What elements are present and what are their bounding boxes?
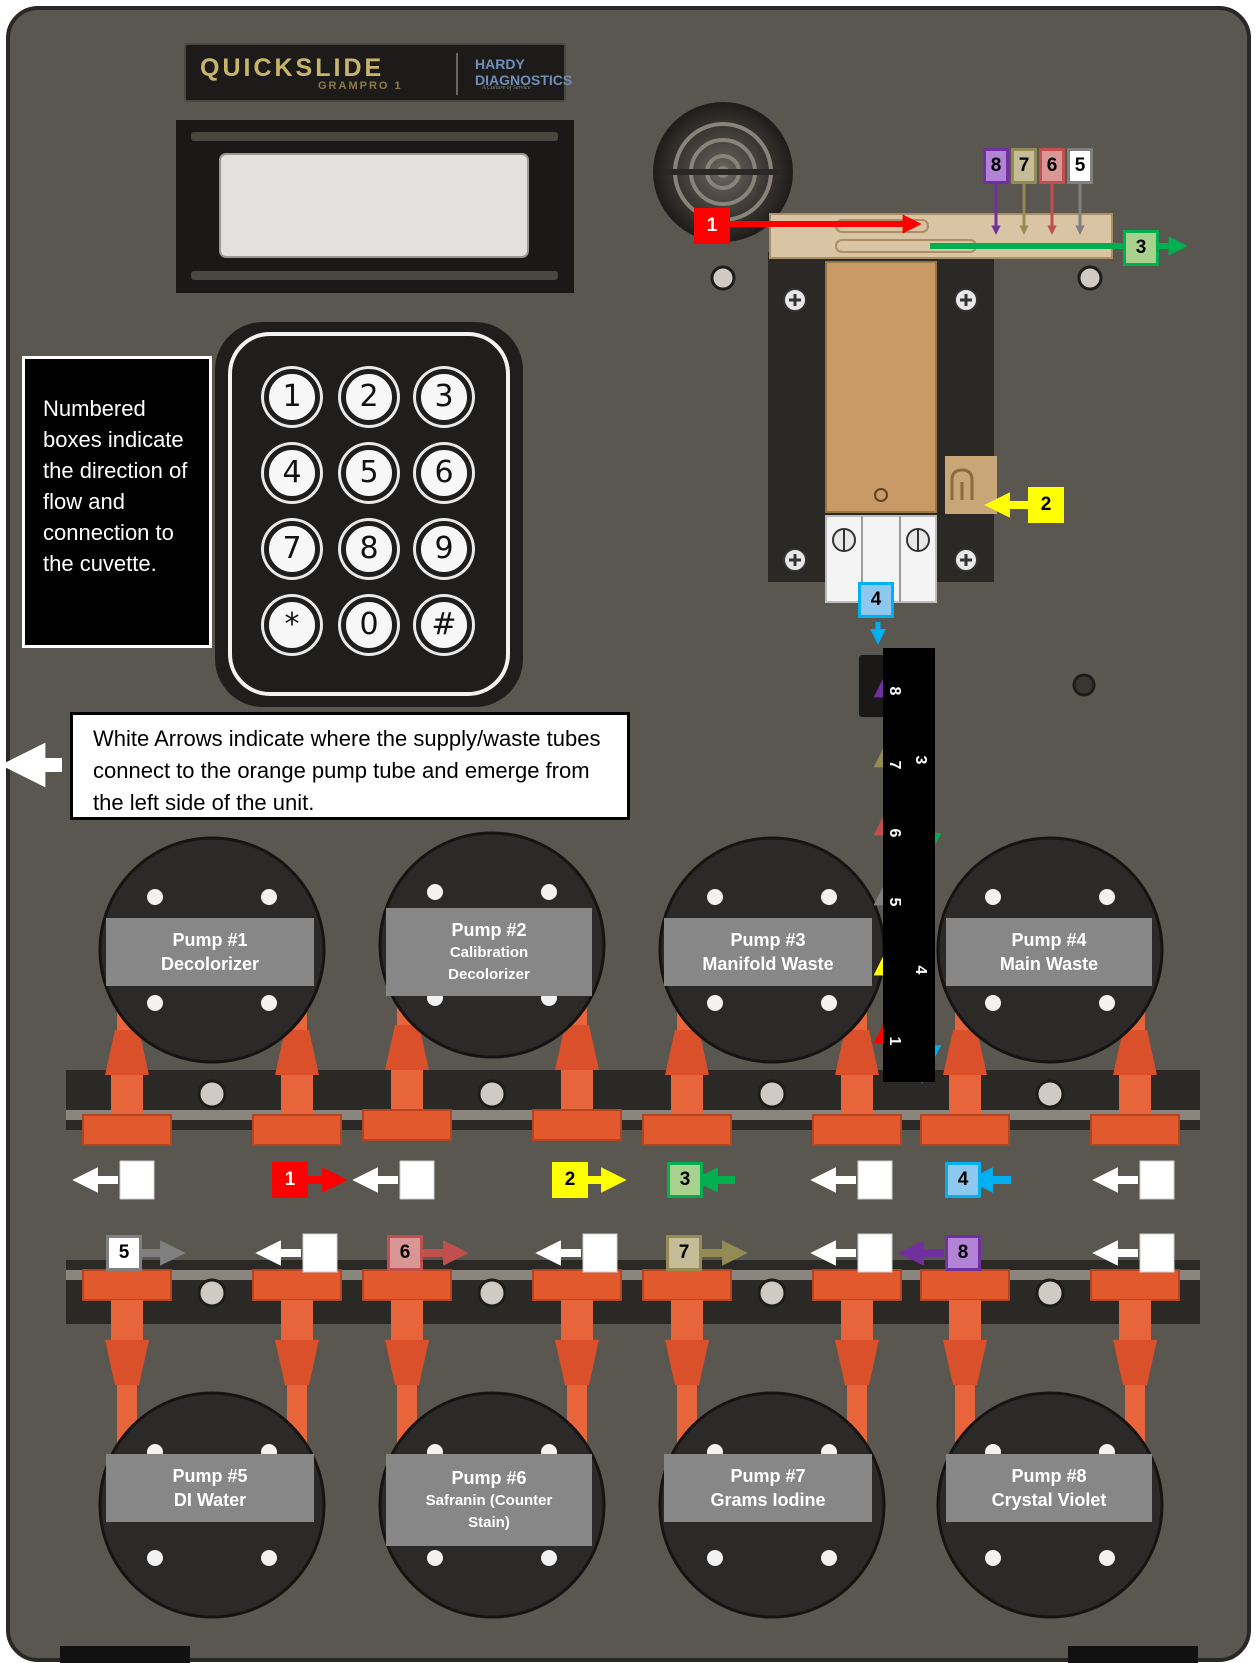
key-2[interactable]: 2 xyxy=(341,369,397,425)
flow-tag-1: 1 xyxy=(694,208,730,244)
pump-5-label: Pump #5 DI Water xyxy=(106,1454,314,1522)
pump-4-head xyxy=(920,836,1180,1146)
key-0[interactable]: 0 xyxy=(341,597,397,653)
flow-tag-3: 3 xyxy=(1123,230,1159,266)
pump-1-label: Pump #1 Decolorizer xyxy=(106,918,314,986)
flow-tag-7: 7 xyxy=(1011,148,1037,184)
white-tube-connector xyxy=(119,1160,155,1200)
rail-hex-nut xyxy=(757,1079,787,1109)
white-arrows-note: White Arrows indicate where the supply/w… xyxy=(70,712,630,820)
flow-tag-2: 2 xyxy=(1028,487,1064,523)
white-tube-connector xyxy=(857,1160,893,1200)
flow-3-column-label: 3 xyxy=(912,756,929,765)
white-tube-connector xyxy=(857,1233,893,1273)
rail-hex-nut xyxy=(197,1079,227,1109)
flow-tag-7: 7 xyxy=(666,1235,702,1271)
flow-2-column-label: 2 xyxy=(886,968,903,977)
flow-tag-4: 4 xyxy=(858,582,894,618)
key-5[interactable]: 5 xyxy=(341,445,397,501)
pump-4-label: Pump #4 Main Waste xyxy=(946,918,1152,986)
pump-8-label: Pump #8 Crystal Violet xyxy=(946,1454,1152,1522)
pump-6-name: Safranin (Counter Stain) xyxy=(425,1492,553,1531)
key-1[interactable]: 1 xyxy=(264,369,320,425)
pump-3-number: Pump #3 xyxy=(730,930,806,950)
device-foot-left xyxy=(60,1646,190,1663)
rail-nuts xyxy=(197,1079,1065,1308)
pump-1-name: Decolorizer xyxy=(160,954,260,974)
pump-3-name: Manifold Waste xyxy=(702,954,834,974)
flow-1-column-label: 1 xyxy=(886,1037,903,1046)
panel-hex-nuts xyxy=(710,265,1103,697)
rail-hex-nut xyxy=(477,1278,507,1308)
pump-5-number: Pump #5 xyxy=(172,1466,248,1486)
upper-manifold-rail xyxy=(66,1070,1200,1130)
cuvette-assembly xyxy=(768,213,1113,719)
flow-tag-4: 4 xyxy=(945,1162,981,1198)
flow-tag-8: 8 xyxy=(983,148,1009,184)
flow-4-column-label: 4 xyxy=(912,966,929,975)
key-6[interactable]: 6 xyxy=(416,445,472,501)
pump-8-name: Crystal Violet xyxy=(991,1490,1107,1510)
maker-name: HARDY DIAGNOSTICS xyxy=(475,56,573,88)
flow-tag-8: 8 xyxy=(945,1235,981,1271)
key-9[interactable]: 9 xyxy=(416,521,472,577)
rail-hex-nut xyxy=(1035,1278,1065,1308)
flow-8-column-label: 8 xyxy=(886,687,903,696)
vertical-flow-column: 8 7 6 5 2 1 3 4 xyxy=(883,648,935,1082)
pump-6-label: Pump #6 Safranin (Counter Stain) xyxy=(386,1454,592,1546)
pump-5-name: DI Water xyxy=(173,1490,247,1510)
model-name: GRAMPRO 1 xyxy=(318,80,403,92)
lower-manifold-rail xyxy=(66,1260,1200,1324)
rail-hex-nut xyxy=(477,1079,507,1109)
flow-7-column-label: 7 xyxy=(886,761,903,770)
flow-tag-5: 5 xyxy=(1067,148,1093,184)
pump-4-number: Pump #4 xyxy=(1011,930,1087,950)
key-8[interactable]: 8 xyxy=(341,521,397,577)
numbered-boxes-note: Numbered boxes indicate the direction of… xyxy=(22,356,212,648)
flow-tag-6: 6 xyxy=(1039,148,1065,184)
key-4[interactable]: 4 xyxy=(264,445,320,501)
brand-divider xyxy=(456,53,458,95)
flow-tag-3: 3 xyxy=(667,1162,703,1198)
pump-2-label: Pump #2 Calibration Decolorizer xyxy=(386,908,592,996)
rail-hex-nut xyxy=(197,1278,227,1308)
pump-8-number: Pump #8 xyxy=(1011,1466,1087,1486)
pump-7-label: Pump #7 Grams Iodine xyxy=(664,1454,872,1522)
lcd-display xyxy=(176,120,574,293)
pump-2-name: Calibration Decolorizer xyxy=(448,944,530,983)
device-foot-right xyxy=(1068,1646,1198,1663)
pump-7-number: Pump #7 xyxy=(730,1466,806,1486)
pump-3-label: Pump #3 Manifold Waste xyxy=(664,918,872,986)
white-tube-connector xyxy=(582,1233,618,1273)
brand-name: QUICKSLIDE xyxy=(200,54,385,82)
key-7[interactable]: 7 xyxy=(264,521,320,577)
pump-6-number: Pump #6 xyxy=(451,1468,527,1488)
pump-1-number: Pump #1 xyxy=(172,930,248,950)
key-3[interactable]: 3 xyxy=(416,369,472,425)
flow-tag-6: 6 xyxy=(387,1235,423,1271)
flow-tag-5: 5 xyxy=(106,1235,142,1271)
pump-4-name: Main Waste xyxy=(999,954,1099,974)
pump-2-number: Pump #2 xyxy=(451,920,527,940)
speaker xyxy=(653,102,793,242)
brand-plate: QUICKSLIDE GRAMPRO 1 HARDY DIAGNOSTICS A… xyxy=(184,43,572,102)
rail-hex-nut xyxy=(1035,1079,1065,1109)
white-tube-connector xyxy=(1139,1233,1175,1273)
flow-6-column-label: 6 xyxy=(886,829,903,838)
flow-tag-1: 1 xyxy=(272,1162,308,1198)
white-tube-connector xyxy=(399,1160,435,1200)
flow-column-background xyxy=(883,648,935,1082)
key-hash[interactable]: # xyxy=(416,597,472,653)
maker-tagline: A Culture of Service xyxy=(482,85,531,91)
flow-5-column-label: 5 xyxy=(886,898,903,907)
keypad-bezel xyxy=(228,332,510,696)
flow-tag-2: 2 xyxy=(552,1162,588,1198)
pump-7-name: Grams Iodine xyxy=(710,1490,826,1510)
rail-hex-nut xyxy=(757,1278,787,1308)
key-star[interactable]: * xyxy=(264,597,320,653)
white-tube-connector xyxy=(302,1233,338,1273)
white-tube-connector xyxy=(1139,1160,1175,1200)
